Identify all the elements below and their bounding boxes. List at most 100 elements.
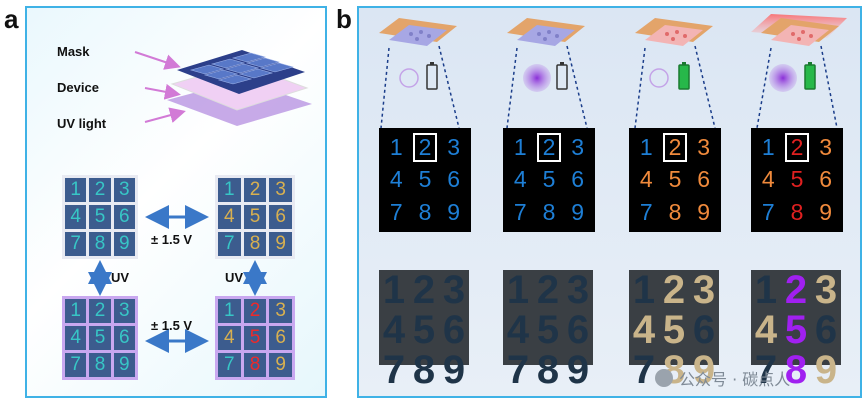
grid-cell: 2 [243,299,267,323]
photo-digit: 6 [814,308,838,352]
photo-digit: 8 [536,348,560,392]
grid-cell: 5 [243,205,267,229]
photo-digit: 5 [662,308,686,352]
display-digit: 5 [418,166,432,193]
battery-icon [556,64,568,90]
watermark: 公众号 · 碳点人 [655,366,790,390]
display-digit: 1 [761,133,775,160]
grid-cell: 6 [269,326,292,350]
photo-digit: 3 [814,268,838,312]
display-digit-selected: 2 [535,131,564,164]
uv-label-right: UV [225,270,244,285]
device-state-3 [634,18,716,129]
grid-cell: 7 [65,232,87,256]
display-digit: 3 [697,133,711,160]
photo-digit: 5 [412,308,436,352]
display-digit: 1 [389,133,403,160]
grid-cell: 2 [89,178,111,202]
display-digit: 6 [571,166,585,193]
display-digit: 3 [819,133,833,160]
display-digit: 6 [819,166,833,193]
device-label: Device [57,80,99,95]
bulb-icon [769,64,797,92]
grid-cell: 5 [243,326,267,350]
display-digit: 7 [389,199,403,226]
uv-label-left: UV [111,270,130,285]
pixel-grid-voltage: 1 2 3 4 5 6 7 8 9 [215,175,295,259]
grid-cell: 8 [243,232,267,256]
grid-cell: 1 [65,299,87,323]
photo-digit: 7 [632,348,656,392]
photo-digit: 2 [662,268,686,312]
photo-digit: 9 [814,348,838,392]
panel-b: 1 2 3 4 5 6 7 8 9 1 2 3 4 5 6 7 8 9 1 2 … [357,6,862,398]
bulb-icon [523,64,551,92]
device-state-2 [506,18,588,129]
grid-cell: 1 [65,178,87,202]
display-digit: 4 [389,166,403,193]
photo-state-3: 1 2 3 4 5 6 7 8 9 [629,268,719,390]
panel-label-a: a [4,4,19,34]
display-state-4: 1 2 3 4 5 6 7 8 9 [751,128,843,232]
grid-cell: 3 [113,178,135,202]
grid-cell: 6 [113,205,135,229]
photo-digit: 7 [506,348,530,392]
grid-cell: 4 [65,205,87,229]
photo-digit: 4 [506,308,530,352]
photo-digit: 8 [412,348,436,392]
photo-digit: 1 [754,268,778,312]
bulb-icon [399,68,419,88]
photo-state-4: 1 2 3 4 5 6 7 8 9 [751,268,841,390]
display-digit: 3 [447,133,461,160]
grid-cell: 3 [269,299,292,323]
display-digit: 8 [542,199,556,226]
photo-digit: 4 [382,308,406,352]
grid-cell: 5 [89,326,111,350]
grid-cell: 6 [113,326,135,350]
photo-digit: 5 [536,308,560,352]
photo-state-1: 1 2 3 4 5 6 7 8 9 [379,268,469,390]
panel-label-b: b [336,4,352,34]
grid-cell: 3 [113,299,135,323]
photo-digit: 9 [566,348,590,392]
display-digit: 9 [447,199,461,226]
photo-digit: 6 [692,308,716,352]
photo-digit: 2 [784,268,808,312]
pixel-grid-uv: 1 2 3 4 5 6 7 8 9 [62,296,138,380]
grid-cell: 1 [218,299,241,323]
device-state-4 [751,14,847,129]
grid-cell: 6 [269,205,292,229]
photo-digit: 7 [754,348,778,392]
display-state-1: 1 2 3 4 5 6 7 8 9 [379,128,471,232]
battery-icon [804,64,816,90]
photo-digit: 3 [442,268,466,312]
pixel-grid-uv-voltage: 1 2 3 4 5 6 7 8 9 [215,296,295,380]
display-digit: 3 [571,133,585,160]
display-digit: 8 [668,199,682,226]
photo-digit: 1 [506,268,530,312]
photo-digit: 6 [442,308,466,352]
photo-digit: 6 [566,308,590,352]
grid-cell: 9 [113,353,135,377]
display-state-2: 1 2 3 4 5 6 7 8 9 [503,128,595,232]
pixel-grid-initial: 1 2 3 4 5 6 7 8 9 [62,175,138,259]
photo-digit: 1 [382,268,406,312]
display-digit: 4 [761,166,775,193]
mask-label: Mask [57,44,90,59]
photo-digit: 3 [566,268,590,312]
grid-cell: 8 [89,232,111,256]
photo-digit: 4 [632,308,656,352]
grid-cell: 7 [65,353,87,377]
grid-cell: 8 [89,353,111,377]
photo-digit: 3 [692,268,716,312]
display-digit: 9 [819,199,833,226]
display-digit: 1 [639,133,653,160]
display-digit: 5 [790,166,804,193]
photo-digit: 8 [784,348,808,392]
grid-cell: 9 [113,232,135,256]
display-digit: 9 [697,199,711,226]
display-digit: 7 [639,199,653,226]
bulb-icon [649,68,669,88]
grid-cell: 8 [243,353,267,377]
photo-digit: 7 [382,348,406,392]
